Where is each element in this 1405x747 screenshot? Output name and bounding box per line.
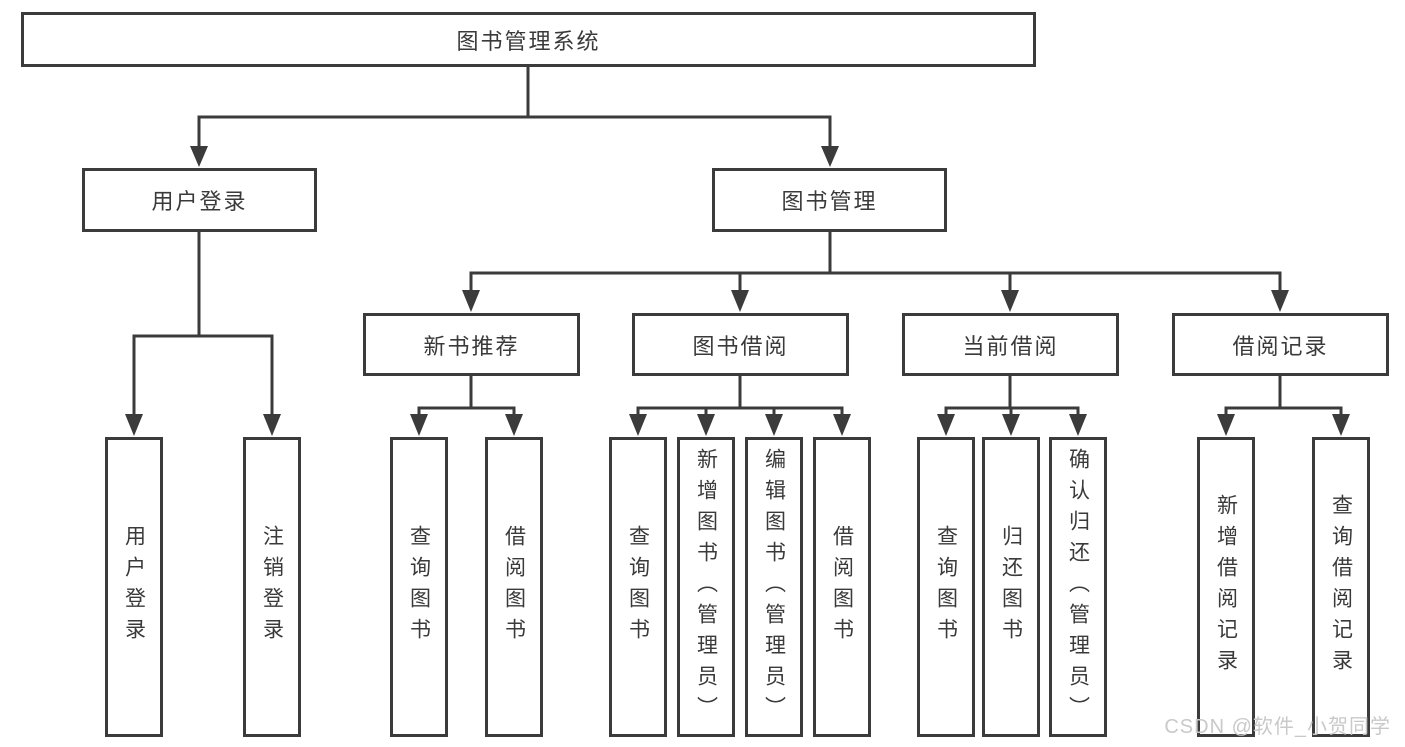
leaf-edit-books-admin: 编辑图书（管理员） <box>745 437 803 737</box>
leaf-query-books-recommend: 查询图书 <box>390 437 448 737</box>
leaf-borrow-books: 借阅图书 <box>813 437 871 737</box>
leaf-borrow-books-label: 借阅图书 <box>830 525 854 649</box>
node-user-login-label: 用户登录 <box>151 189 248 214</box>
leaf-return-books-label: 归还图书 <box>999 525 1023 649</box>
leaf-add-books-admin-label: 新增图书（管理员） <box>694 447 718 727</box>
node-library-management-system: 图书管理系统 <box>21 12 1036 67</box>
leaf-user-login: 用户登录 <box>105 437 163 737</box>
leaf-query-books-current: 查询图书 <box>917 437 975 737</box>
leaf-logout: 注销登录 <box>243 437 301 737</box>
node-new-book-recommend-label: 新书推荐 <box>423 333 520 359</box>
node-borrow-records: 借阅记录 <box>1172 313 1389 376</box>
leaf-user-login-label: 用户登录 <box>122 525 146 649</box>
node-current-borrow-label: 当前借阅 <box>962 333 1059 359</box>
leaf-query-books-recommend-label: 查询图书 <box>407 525 431 649</box>
node-current-borrow: 当前借阅 <box>902 313 1119 376</box>
node-library-management-system-label: 图书管理系统 <box>456 28 601 54</box>
node-new-book-recommend: 新书推荐 <box>363 313 580 376</box>
node-user-login: 用户登录 <box>82 168 317 232</box>
node-book-management-label: 图书管理 <box>781 189 878 214</box>
csdn-watermark: CSDN @软件_小贺同学 <box>1164 716 1391 738</box>
leaf-add-borrow-record: 新增借阅记录 <box>1197 437 1255 737</box>
node-borrow-records-label: 借阅记录 <box>1232 333 1329 359</box>
leaf-confirm-return-admin-label: 确认归还（管理员） <box>1066 447 1090 727</box>
leaf-borrow-books-recommend: 借阅图书 <box>485 437 543 737</box>
leaf-confirm-return-admin: 确认归还（管理员） <box>1049 437 1107 737</box>
leaf-logout-label: 注销登录 <box>260 525 284 649</box>
node-book-management: 图书管理 <box>712 168 947 232</box>
node-book-borrow-label: 图书借阅 <box>692 333 789 359</box>
leaf-query-books-current-label: 查询图书 <box>934 525 958 649</box>
leaf-query-borrow-record-label: 查询借阅记录 <box>1329 494 1353 680</box>
leaf-query-borrow-record: 查询借阅记录 <box>1312 437 1370 737</box>
leaf-query-books-borrow: 查询图书 <box>609 437 667 737</box>
leaf-edit-books-admin-label: 编辑图书（管理员） <box>762 447 786 727</box>
leaf-return-books: 归还图书 <box>982 437 1040 737</box>
leaf-query-books-borrow-label: 查询图书 <box>626 525 650 649</box>
leaf-add-books-admin: 新增图书（管理员） <box>677 437 735 737</box>
leaf-borrow-books-recommend-label: 借阅图书 <box>502 525 526 649</box>
node-book-borrow: 图书借阅 <box>632 313 849 376</box>
leaf-add-borrow-record-label: 新增借阅记录 <box>1214 494 1238 680</box>
